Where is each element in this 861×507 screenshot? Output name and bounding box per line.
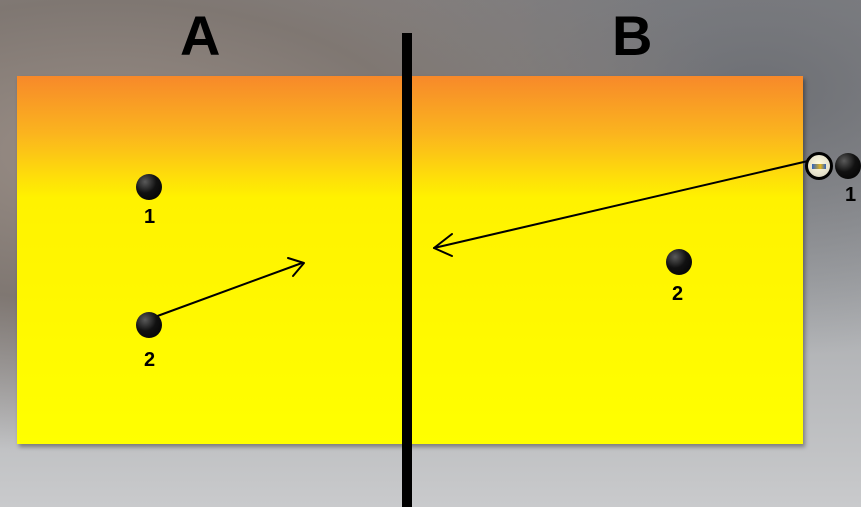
ball-path-arrowhead <box>433 233 453 257</box>
volleyball-icon <box>805 152 833 180</box>
player-b1-number: 1 <box>845 184 857 206</box>
player-b2-number: 2 <box>672 283 684 305</box>
player-a2-number: 2 <box>144 349 156 371</box>
net <box>402 33 412 507</box>
player-a2 <box>136 312 162 338</box>
player-a2-arrowhead <box>287 257 305 277</box>
side-b-label: B <box>612 4 653 67</box>
ball-logo <box>812 164 826 169</box>
player-a1 <box>136 174 162 200</box>
side-a-label: A <box>180 4 221 67</box>
ball-path-arrow <box>433 160 809 249</box>
player-b2 <box>666 249 692 275</box>
player-a1-number: 1 <box>144 206 156 228</box>
player-b1 <box>835 153 861 179</box>
player-a2-arrow <box>151 262 303 319</box>
